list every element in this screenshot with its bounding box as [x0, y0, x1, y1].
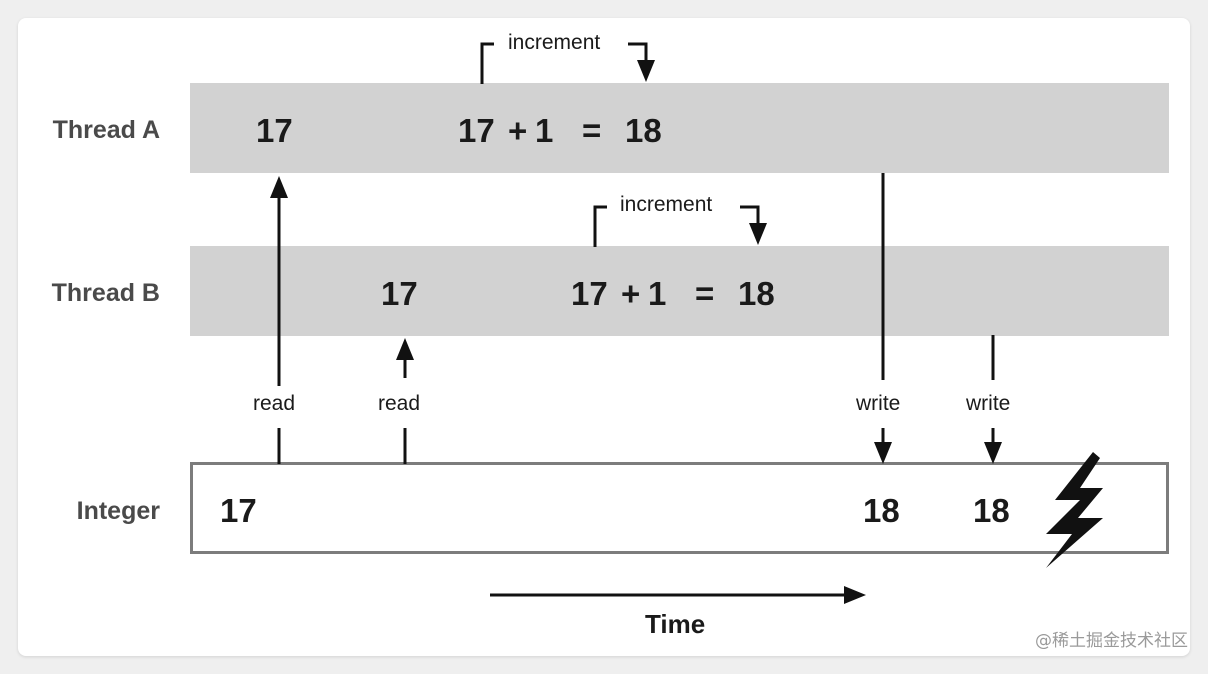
thread-a-expr-one: 1: [535, 112, 554, 149]
thread-b-read-value: 17: [381, 275, 418, 312]
thread-a-read-value: 17: [256, 112, 293, 149]
time-axis-label: Time: [645, 609, 706, 639]
arrow-down-icon: [637, 60, 655, 82]
arrow-right-icon: [844, 586, 866, 604]
read-a-label: read: [253, 392, 296, 415]
thread-b-increment-label: increment: [620, 193, 713, 216]
time-arrow: [490, 586, 866, 604]
thread-b-expr-eq: =: [695, 275, 715, 312]
arrow-down-icon: [874, 442, 892, 464]
watermark: @稀土掘金技术社区: [1035, 631, 1188, 651]
integer-label: Integer: [76, 497, 160, 525]
thread-a-label: Thread A: [52, 116, 160, 144]
thread-b-expr-plus: +: [621, 275, 641, 312]
integer-write-b-value: 18: [973, 492, 1010, 529]
write-a-label: write: [856, 392, 901, 415]
read-b-label: read: [378, 392, 421, 415]
write-b-arrow: [984, 335, 1002, 464]
thread-b-expr-one: 1: [648, 275, 667, 312]
thread-b-expr-left: 17: [571, 275, 608, 312]
arrow-up-icon: [270, 176, 288, 198]
arrow-down-icon: [984, 442, 1002, 464]
integer-box: [190, 462, 1169, 554]
lightning-bolt-icon: [1046, 452, 1103, 568]
increment-a-bracket: [480, 42, 655, 84]
thread-a-band: [190, 83, 1169, 173]
increment-b-bracket: [593, 205, 767, 247]
thread-a-increment-label: increment: [508, 31, 601, 54]
arrow-up-icon: [396, 338, 414, 360]
thread-b-label: Thread B: [51, 279, 160, 307]
thread-b-expr-result: 18: [738, 275, 775, 312]
read-b-arrow: [396, 338, 414, 464]
thread-a-expr-result: 18: [625, 112, 662, 149]
write-a-arrow: [874, 173, 892, 464]
thread-a-expr-left: 17: [458, 112, 495, 149]
thread-b-band: [190, 246, 1169, 336]
thread-a-expr-plus: +: [508, 112, 528, 149]
read-a-arrow: [270, 176, 288, 464]
write-b-label: write: [966, 392, 1011, 415]
thread-a-expr-eq: =: [582, 112, 602, 149]
integer-write-a-value: 18: [863, 492, 900, 529]
integer-initial-value: 17: [220, 492, 257, 529]
arrow-down-icon: [749, 223, 767, 245]
